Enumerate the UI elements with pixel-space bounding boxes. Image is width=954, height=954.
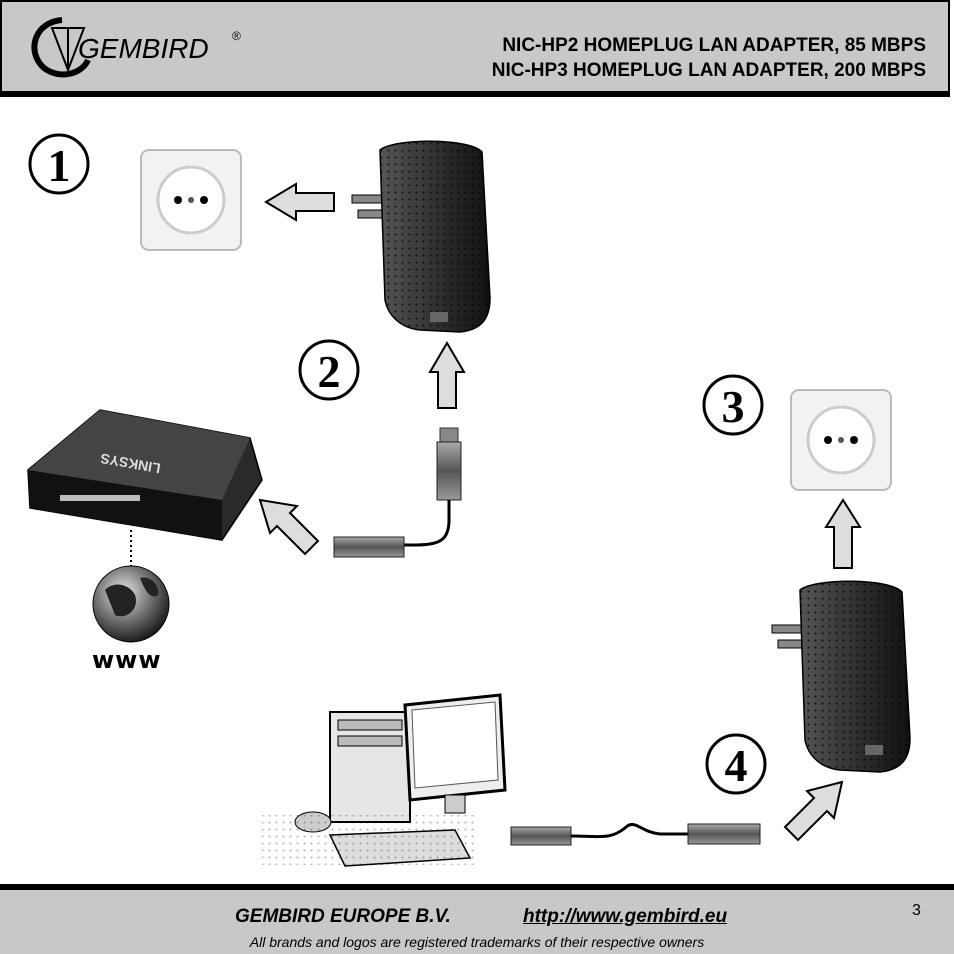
step-4-badge: 4 bbox=[705, 733, 767, 795]
arrow-left-icon bbox=[264, 182, 335, 222]
homeplug-adapter-1 bbox=[351, 140, 491, 333]
company-url-link[interactable]: http://www.gembird.eu bbox=[523, 906, 728, 927]
installation-diagram: 1 2 LINKSYS bbox=[27, 133, 911, 867]
step-1-number: 1 bbox=[48, 140, 71, 191]
arrow-up-icon bbox=[428, 341, 466, 409]
step-1-badge: 1 bbox=[28, 133, 90, 195]
step-2-badge: 2 bbox=[298, 339, 360, 401]
page-footer: GEMBIRD EUROPE B.V. http://www.gembird.e… bbox=[0, 884, 954, 954]
product-title-hp2: NIC-HP2 HOMEPLUG LAN ADAPTER, 85 MBPS bbox=[502, 35, 926, 56]
company-name: GEMBIRD EUROPE B.V. bbox=[235, 906, 451, 927]
page-number: 3 bbox=[912, 902, 921, 919]
arrow-up-icon-2 bbox=[824, 498, 862, 569]
trademark-note: All brands and logos are registered trad… bbox=[249, 934, 705, 950]
arrow-diagonal-icon bbox=[258, 498, 320, 556]
page-header: GEMBIRD ® NIC-HP2 HOMEPLUG LAN ADAPTER, … bbox=[0, 0, 950, 97]
wall-socket-1 bbox=[140, 149, 242, 251]
product-title-hp3: NIC-HP3 HOMEPLUG LAN ADAPTER, 200 MBPS bbox=[491, 60, 926, 81]
homeplug-adapter-2 bbox=[771, 580, 911, 773]
desktop-computer bbox=[262, 693, 507, 867]
wall-socket-2 bbox=[790, 389, 892, 491]
step-2-number: 2 bbox=[318, 346, 341, 397]
registered-mark: ® bbox=[232, 29, 241, 43]
internet-label: www bbox=[92, 646, 162, 674]
step-3-number: 3 bbox=[722, 381, 745, 432]
router-linksys: LINKSYS bbox=[27, 409, 263, 541]
ethernet-plug-upper bbox=[400, 427, 462, 547]
step-3-badge: 3 bbox=[702, 374, 764, 436]
ethernet-plug-lower bbox=[333, 536, 405, 558]
globe-icon bbox=[92, 565, 170, 643]
gembird-logo: GEMBIRD ® bbox=[31, 17, 241, 78]
arrow-diagonal-icon-2 bbox=[783, 780, 844, 842]
step-4-number: 4 bbox=[725, 740, 748, 791]
ethernet-cable-bottom bbox=[510, 822, 761, 846]
brand-text: GEMBIRD bbox=[78, 33, 209, 64]
